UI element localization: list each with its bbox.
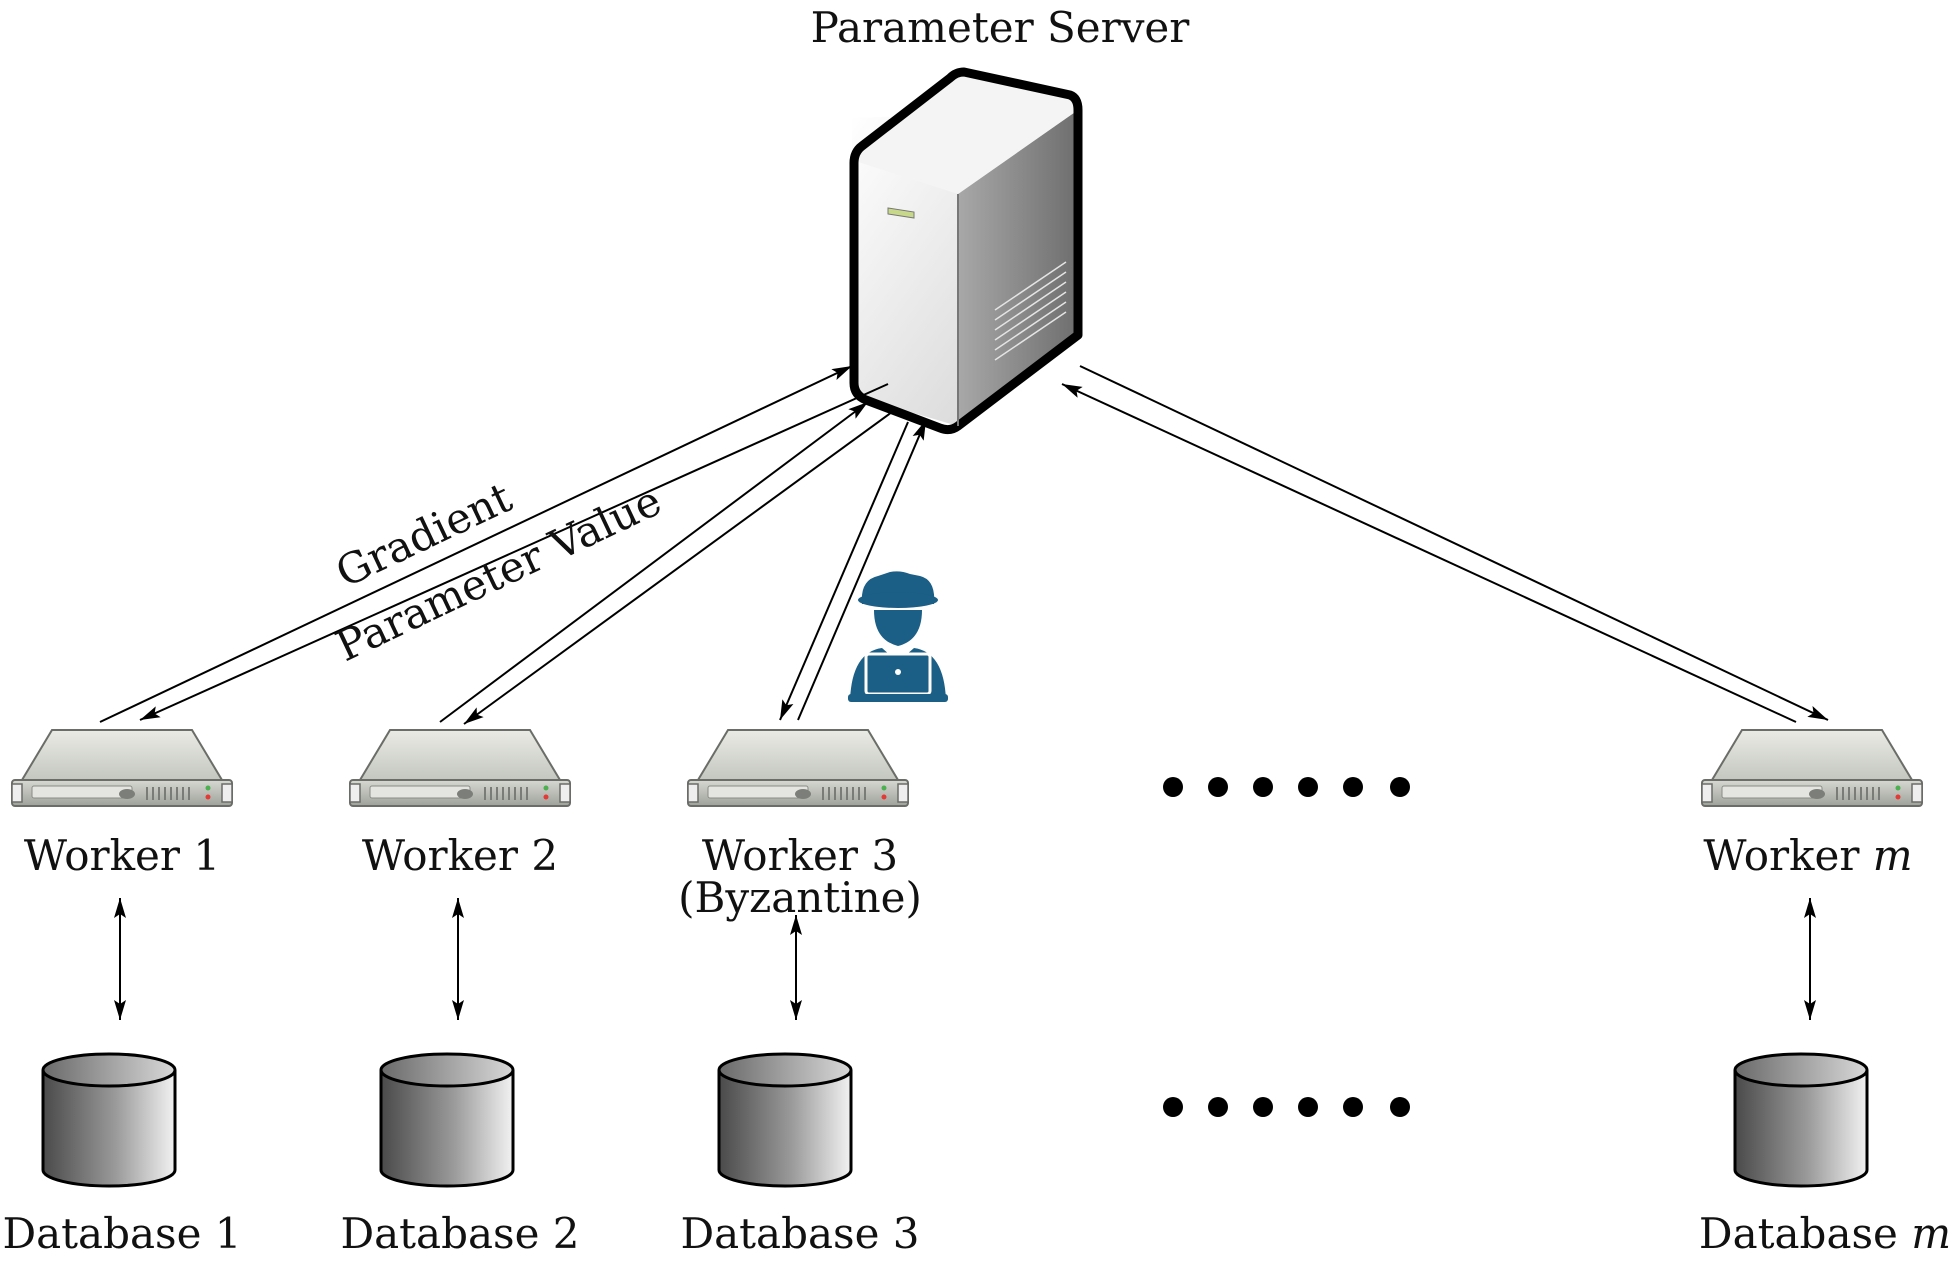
worker-1-label: Worker 1 [24, 831, 220, 880]
database-cylinder-icon-3 [717, 1052, 853, 1188]
rack-server-icon-worker-1 [11, 729, 233, 807]
database-cylinder-icon-m [1733, 1052, 1869, 1188]
gradient-arrow-worker-1 [99, 365, 853, 723]
database-ellipsis [1163, 1097, 1410, 1117]
database-cylinder-icon-2 [379, 1052, 515, 1188]
database-1-label: Database 1 [2, 1209, 241, 1258]
worker-2-label: Worker 2 [362, 831, 558, 880]
rack-server-icon-worker-2 [349, 729, 571, 807]
database-m-label: Database m [1699, 1209, 1951, 1258]
database-cylinder-icon-1 [41, 1052, 177, 1188]
hacker-laptop-icon [848, 571, 948, 702]
server-label: Parameter Server [811, 3, 1191, 52]
parameter-arrow-worker-1 [139, 383, 889, 721]
rack-server-icon-worker-m [1701, 729, 1923, 807]
worker-3-label: Worker 3 [702, 831, 898, 880]
database-3-label: Database 3 [680, 1209, 919, 1258]
worker-m-label: Worker m [1703, 831, 1912, 880]
rack-server-icon-worker-3 [687, 729, 909, 807]
tower-server-icon [849, 67, 1083, 435]
database-2-label: Database 2 [340, 1209, 579, 1258]
worker-ellipsis [1163, 777, 1410, 797]
gradient-arrow-worker-m [1061, 383, 1797, 723]
parameter-arrow-worker-3 [779, 421, 909, 721]
worker-3-byzantine-label: (Byzantine) [678, 873, 922, 922]
gradient-arrow-worker-3 [797, 419, 927, 721]
gradient-arrow-worker-2 [439, 401, 869, 723]
parameter-arrow-worker-2 [463, 411, 893, 725]
parameter-arrow-worker-m [1079, 365, 1829, 721]
